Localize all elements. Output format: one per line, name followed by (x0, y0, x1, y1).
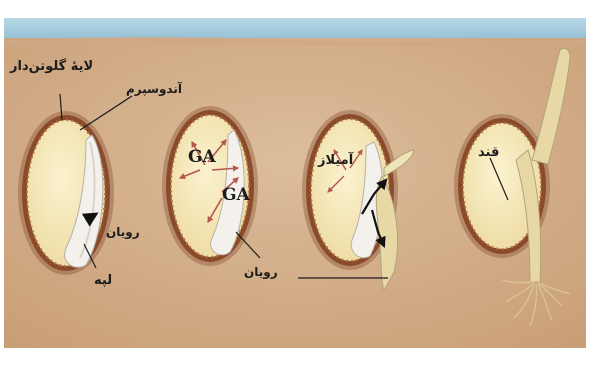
label-cotyledon: لپه (94, 273, 112, 288)
label-endosperm: آندوسپرم (126, 81, 183, 97)
seed-1 (18, 111, 114, 275)
label-sugar: قند (478, 145, 499, 160)
label-aleurone-layer: لایهٔ گلوتن‌دار (9, 58, 93, 74)
label-amylase: آمیلاز (317, 151, 354, 168)
label-ga-1: GA (188, 147, 217, 167)
label-embryo-2: رویان (244, 265, 278, 280)
label-ga-2: GA (222, 185, 251, 205)
label-embryo-1: رویان (106, 225, 140, 240)
